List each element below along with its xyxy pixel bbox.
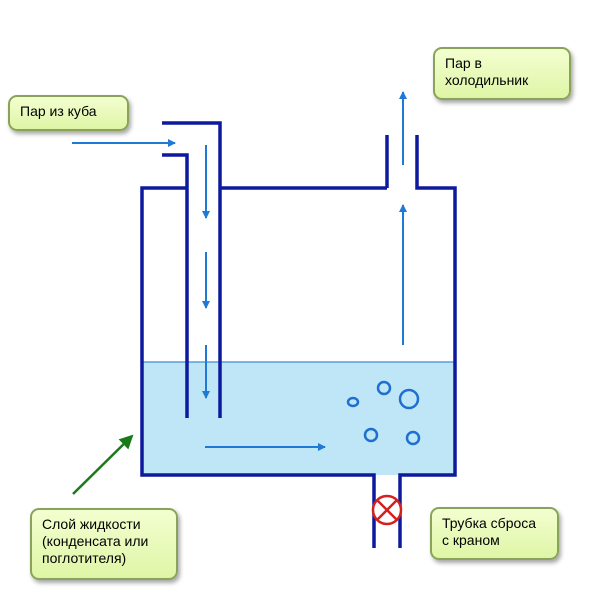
label-steam-out-line1: Пар в bbox=[445, 55, 482, 71]
valve-icon bbox=[371, 494, 403, 526]
label-steam-out-line2: холодильник bbox=[445, 72, 529, 88]
flow-arrows bbox=[72, 91, 407, 451]
label-liquid-line3: поглотителя) bbox=[42, 550, 127, 566]
label-drain-line1: Трубка сброса bbox=[442, 515, 537, 531]
label-liquid-layer: Слой жидкости (конденсата или поглотител… bbox=[30, 508, 178, 580]
label-drain-line2: с краном bbox=[442, 532, 500, 548]
bubble-icon bbox=[398, 388, 420, 410]
label-steam-in-text: Пар из куба bbox=[20, 103, 97, 119]
bubble-icon bbox=[346, 396, 360, 408]
inlet-pipe bbox=[162, 121, 222, 418]
liquid-layer bbox=[142, 362, 455, 475]
label-steam-in: Пар из куба bbox=[8, 95, 129, 131]
label-steam-out: Пар в холодильник bbox=[433, 47, 571, 100]
bubble-icon bbox=[376, 380, 392, 396]
label-liquid-line2: (конденсата или bbox=[42, 533, 149, 549]
bubble-icon bbox=[363, 427, 379, 443]
pointer-arrow-liquid bbox=[72, 434, 134, 495]
label-liquid-line1: Слой жидкости bbox=[42, 516, 141, 532]
bubble-icon bbox=[405, 430, 421, 446]
vessel bbox=[140, 135, 457, 548]
bubbles bbox=[346, 380, 421, 446]
label-drain-tube: Трубка сброса с краном bbox=[430, 507, 559, 560]
